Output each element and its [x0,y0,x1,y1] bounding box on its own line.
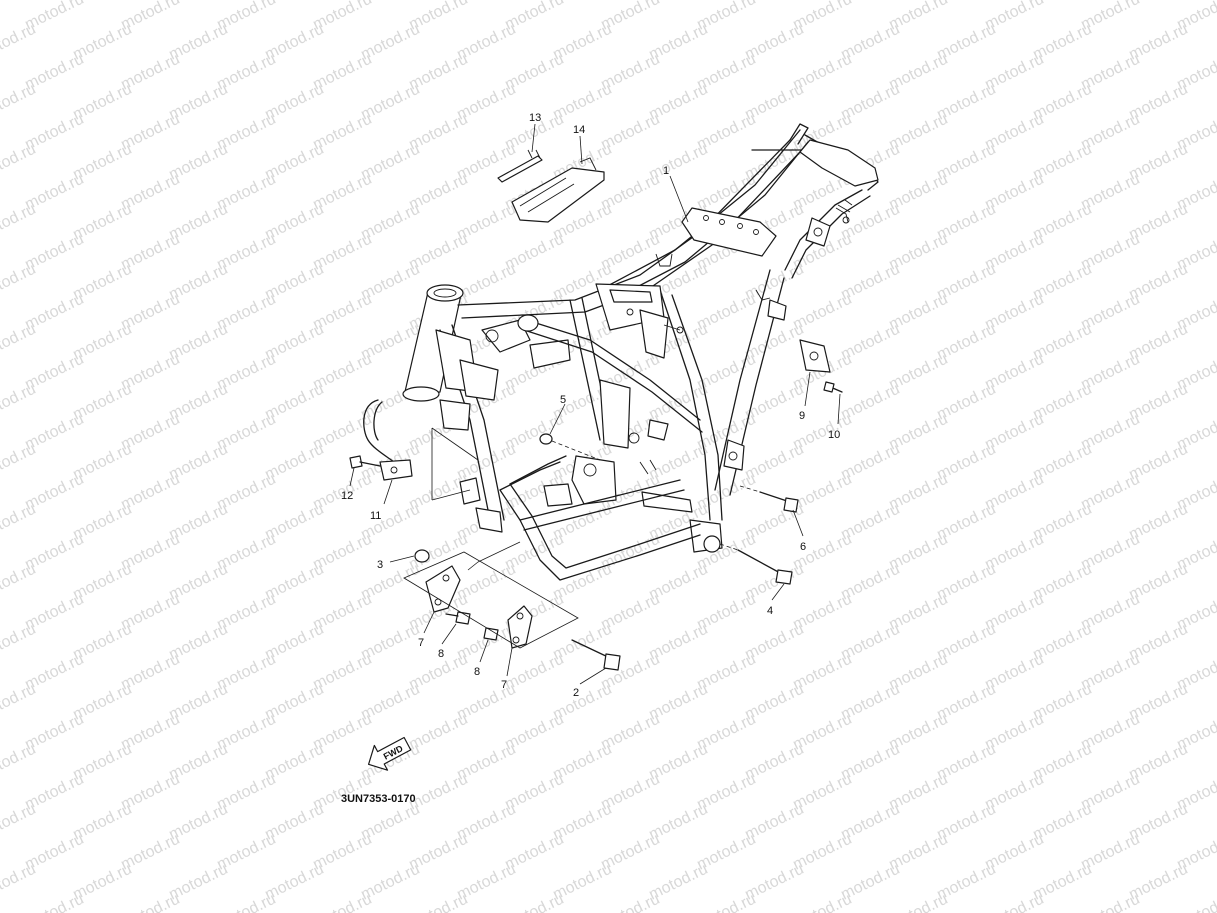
watermark-text: motod.ru [0,741,39,784]
watermark-text: motod.ru [0,201,39,244]
callout-4: 4 [767,605,773,617]
watermark-text: motod.ru [1078,891,1142,913]
part-4-bolt [719,543,793,585]
leader-lines [349,123,841,685]
callout-3: 3 [377,559,383,571]
watermark-text: motod.ru [0,0,39,4]
callout-7-left: 7 [418,637,424,649]
watermark-text: motod.ru [502,891,566,913]
callout-9: 9 [799,410,805,422]
watermark-text: motod.ru [0,141,39,184]
part-7-bracket-right [507,605,533,649]
watermark-text: motod.ru [0,441,39,484]
watermark-text: motod.ru [0,621,39,664]
part-9-bracket [799,339,831,373]
callout-7-right: 7 [501,679,507,691]
watermark-text: motod.ru [0,801,39,844]
part-14-cover [511,157,605,223]
watermark-text: motod.ru [22,891,86,913]
callout-2: 2 [573,687,579,699]
callout-10: 10 [828,429,840,441]
watermark-text: motod.ru [886,891,950,913]
watermark-text: motod.ru [0,381,39,424]
callout-5: 5 [560,394,566,406]
part-10-bolt [823,381,843,393]
watermark-text: motod.ru [694,891,758,913]
watermark-text: motod.ru [406,891,470,913]
watermark-text: motod.ru [1174,891,1217,913]
callout-14: 14 [573,124,585,136]
watermark-text: motod.ru [0,561,39,604]
callout-11: 11 [370,510,381,522]
watermark-text: motod.ru [982,891,1046,913]
part-8-bolt-left [445,611,471,625]
watermark-text: motod.ru [214,891,278,913]
callout-8-right: 8 [474,666,480,678]
part-6-bolt [739,485,799,513]
watermark-text: motod.ru [0,501,39,544]
part-3-nut [414,549,430,563]
callout-labels: 1 2 3 4 5 6 7 7 8 8 9 10 11 12 13 14 [341,112,840,699]
watermark-text: motod.ru [0,681,39,724]
part-12-bolt [349,455,381,469]
callout-1: 1 [663,165,669,177]
watermark-text: motod.ru [0,861,39,904]
callout-12: 12 [341,490,353,502]
callout-6: 6 [800,541,806,553]
part-2-bolt [571,639,621,671]
callout-8-left: 8 [438,648,444,660]
part-13-strap [497,149,543,183]
part-8-bolt-right [483,627,499,641]
callout-13: 13 [529,112,541,124]
part-7-bracket-left [425,565,461,613]
watermark-text: motod.ru [0,261,39,304]
watermark-text: motod.ru [118,891,182,913]
watermark-text: motod.ru [310,891,374,913]
watermark-text: motod.ru [598,891,662,913]
drawing-code: 3UN7353-0170 [341,793,416,805]
assembly-guide-lines [403,427,579,649]
part-5-nut [539,433,601,461]
watermark-text: motod.ru [790,891,854,913]
frame-drawing [402,123,879,581]
watermark-text: motod.ru [0,21,39,64]
watermark-text: motod.ru [0,81,39,124]
watermark-text: motod.ru [0,321,39,364]
part-11-wire [363,399,413,481]
